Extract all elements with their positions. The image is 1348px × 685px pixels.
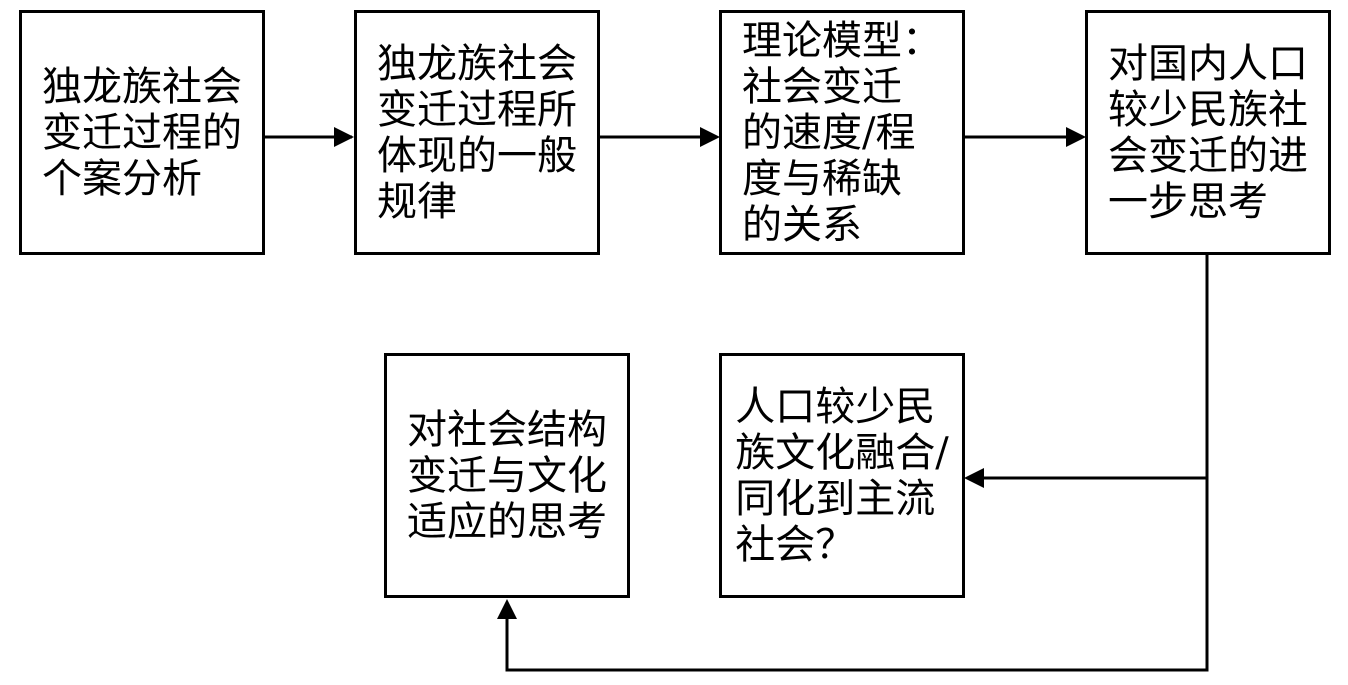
arrowhead-to-adaptation — [497, 599, 517, 619]
node-fusion-question-label: 人口较少民 族文化融合/ 同化到主流 社会？ — [735, 383, 949, 568]
node-adaptation-thinking: 对社会结构 变迁与文化 适应的思考 — [384, 353, 630, 598]
node-general-rules-label: 独龙族社会 变迁过程所 体现的一般 规律 — [377, 40, 577, 225]
connector-further-down — [505, 255, 1209, 672]
node-theory-model-label: 理论模型： 社会变迁 的速度/程 度与稀缺 的关系 — [742, 17, 942, 248]
node-fusion-question: 人口较少民 族文化融合/ 同化到主流 社会？ — [719, 353, 965, 598]
node-further-thinking-label: 对国内人口 较少民族社 会变迁的进 一步思考 — [1108, 40, 1308, 225]
node-case-analysis-label: 独龙族社会 变迁过程的 个案分析 — [42, 63, 242, 202]
arrowhead-further-to-fusion — [964, 468, 984, 488]
node-general-rules: 独龙族社会 变迁过程所 体现的一般 规律 — [354, 10, 600, 255]
arrowhead-theory-to-further — [1066, 127, 1086, 147]
node-further-thinking: 对国内人口 较少民族社 会变迁的进 一步思考 — [1085, 10, 1331, 255]
node-adaptation-thinking-label: 对社会结构 变迁与文化 适应的思考 — [407, 406, 607, 545]
arrowhead-rules-to-theory — [700, 127, 720, 147]
node-theory-model: 理论模型： 社会变迁 的速度/程 度与稀缺 的关系 — [719, 10, 965, 255]
node-case-analysis: 独龙族社会 变迁过程的 个案分析 — [19, 10, 265, 255]
arrowhead-case-to-rules — [334, 127, 354, 147]
